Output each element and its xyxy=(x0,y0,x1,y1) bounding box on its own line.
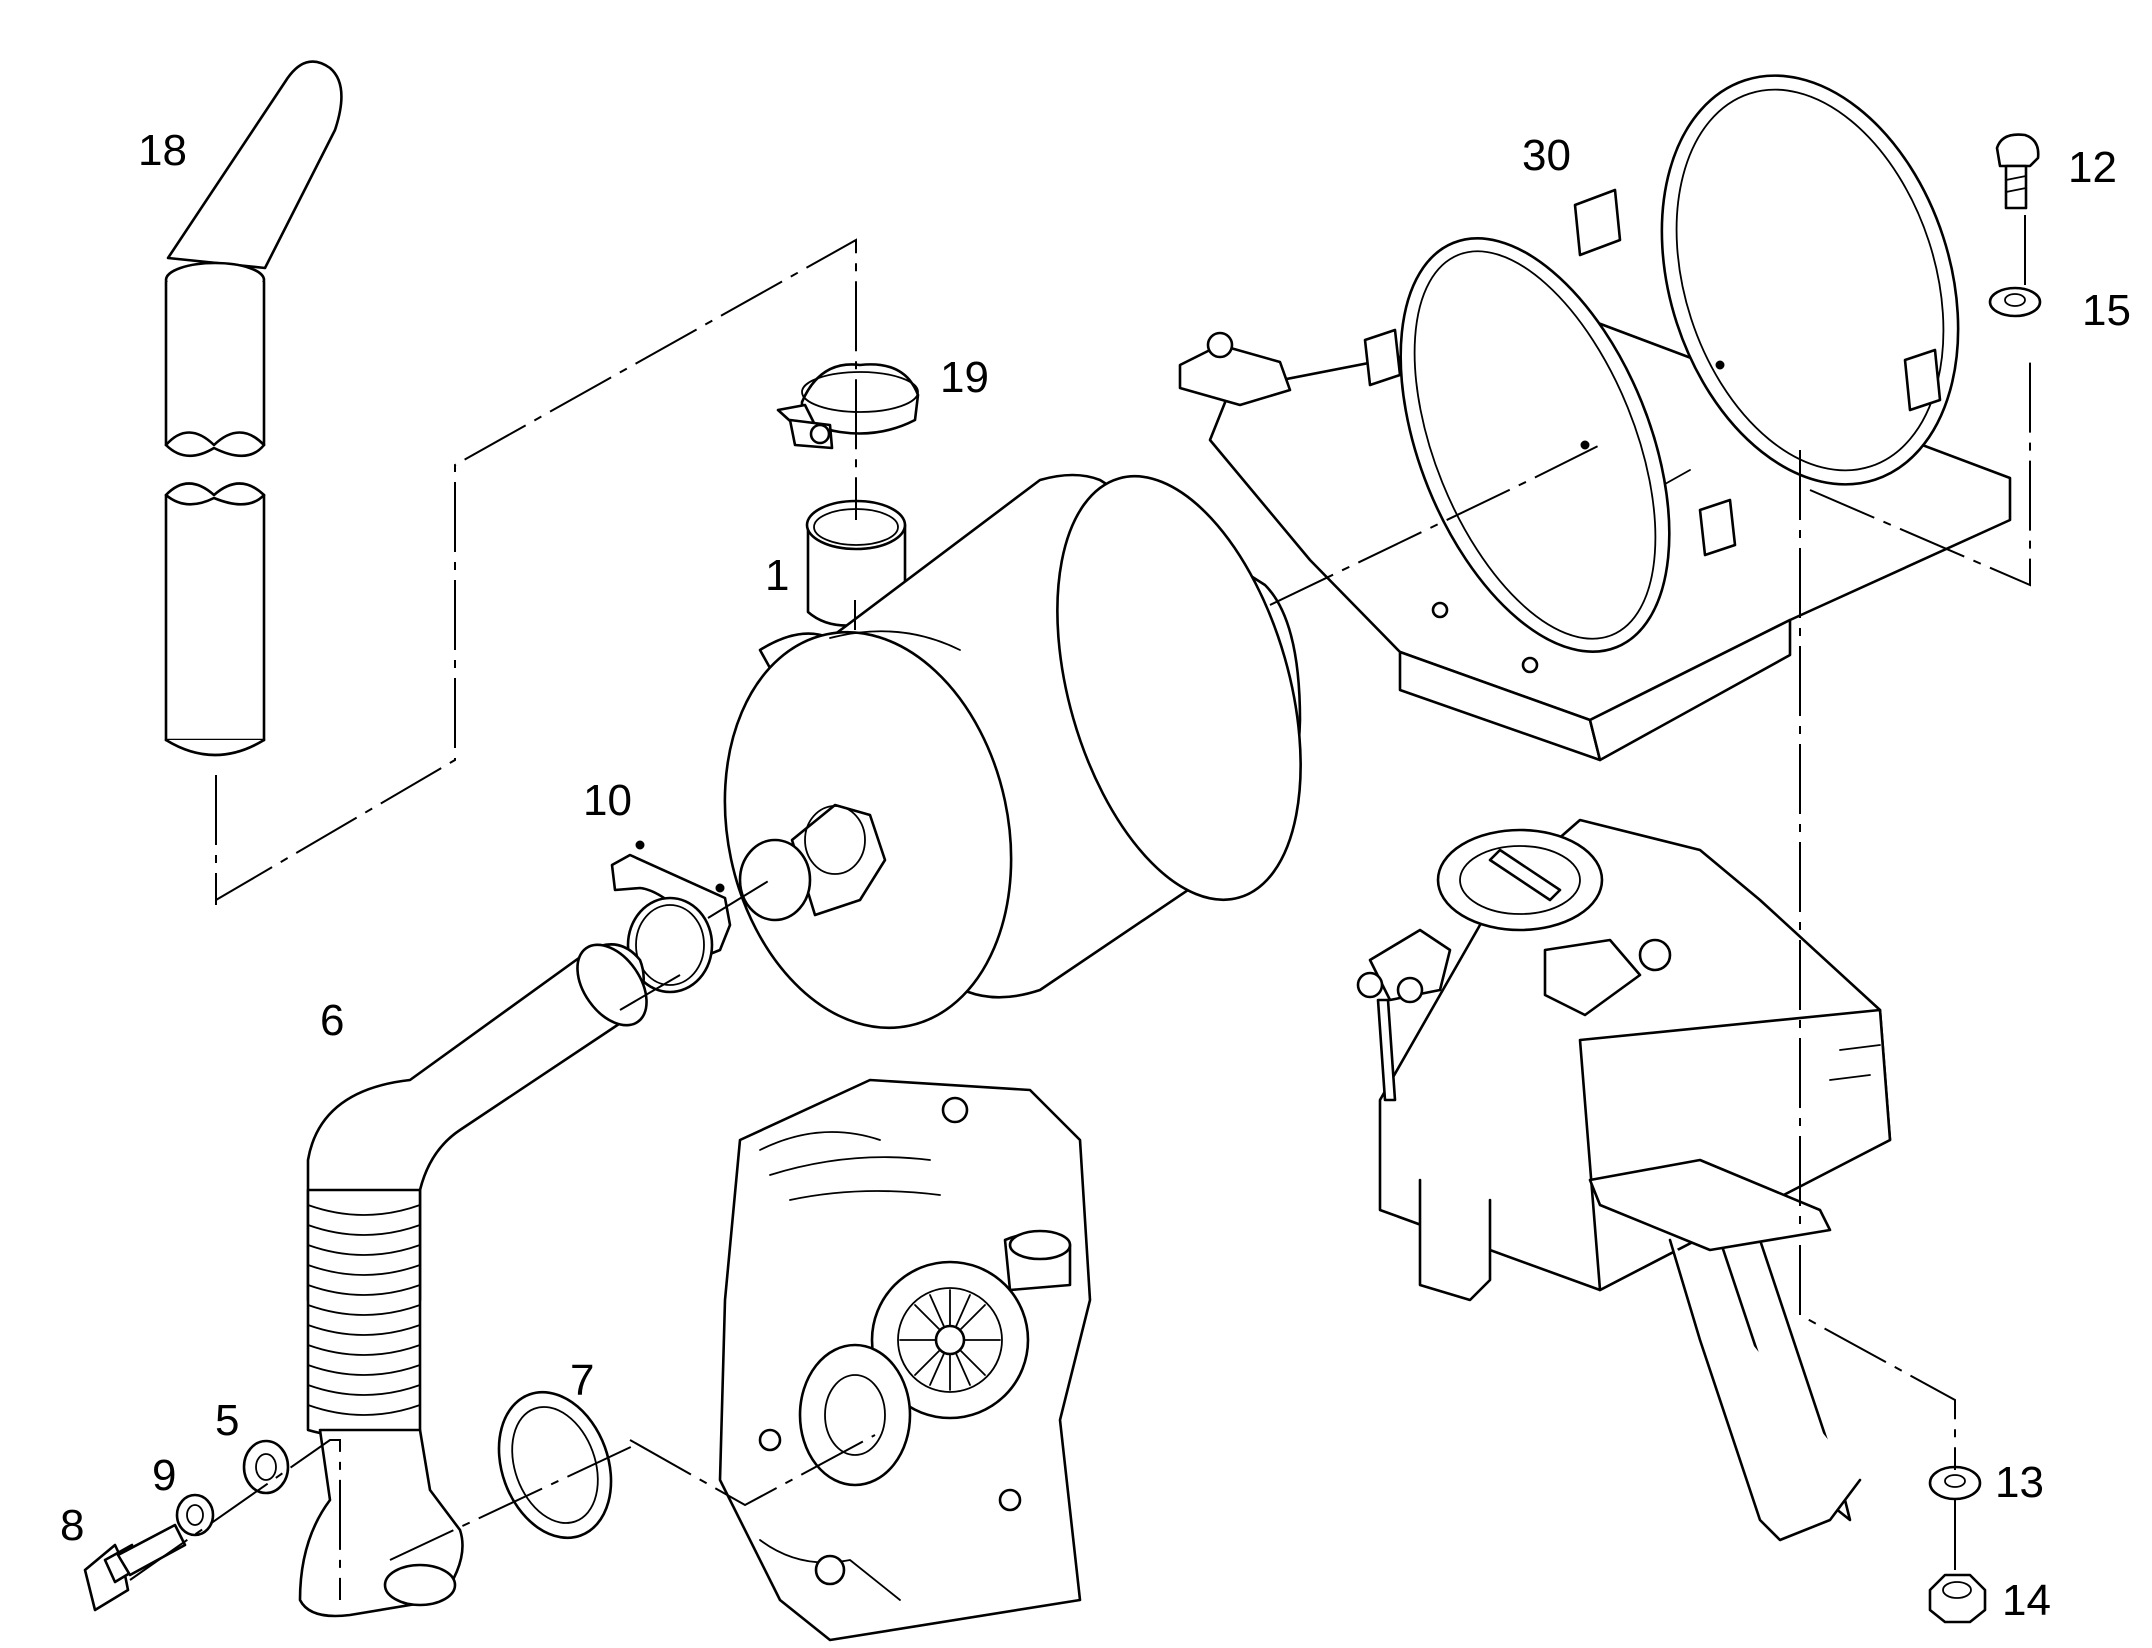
part-6-exhaust-elbow[interactable] xyxy=(298,932,661,1618)
callout-30: 30 xyxy=(1522,131,1571,180)
part-8-bolt[interactable] xyxy=(83,1523,187,1612)
callout-8: 8 xyxy=(60,1501,84,1550)
bellows-ribs xyxy=(306,1188,422,1439)
callout-10: 10 xyxy=(583,776,632,825)
part-18-tail-pipe[interactable] xyxy=(164,60,343,757)
callout-1: 1 xyxy=(765,551,789,600)
callout-labels: 18 19 1 30 12 15 10 6 7 5 9 8 13 14 xyxy=(60,126,2131,1625)
silencer[interactable] xyxy=(689,448,1344,1055)
callout-14: 14 xyxy=(2002,1576,2051,1625)
callout-7: 7 xyxy=(570,1356,594,1405)
part-15-washer[interactable] xyxy=(1988,286,2042,318)
callout-6: 6 xyxy=(320,996,344,1045)
callout-18: 18 xyxy=(138,126,187,175)
part-13-washer[interactable] xyxy=(1928,1465,1982,1501)
part-12-bolt[interactable] xyxy=(1995,133,2040,210)
callout-9: 9 xyxy=(152,1451,176,1500)
callout-5: 5 xyxy=(215,1396,239,1445)
part-14-nut[interactable] xyxy=(1928,1573,1987,1624)
part-9-washer[interactable] xyxy=(175,1493,215,1537)
callout-13: 13 xyxy=(1995,1458,2044,1507)
callout-12: 12 xyxy=(2068,143,2117,192)
part-10-flange-clamp[interactable] xyxy=(610,840,732,994)
callout-19: 19 xyxy=(940,353,989,402)
callout-15: 15 xyxy=(2082,286,2131,335)
engine-turbocharger xyxy=(718,1078,1092,1642)
leader-lines xyxy=(129,215,2031,1600)
part-19-clamp[interactable] xyxy=(776,363,920,450)
fuel-tank-assembly xyxy=(1356,818,1892,1542)
part-7-gasket[interactable] xyxy=(480,1376,631,1553)
part-5-washer[interactable] xyxy=(242,1439,290,1495)
part-30-silencer-bracket[interactable] xyxy=(1178,37,2012,762)
